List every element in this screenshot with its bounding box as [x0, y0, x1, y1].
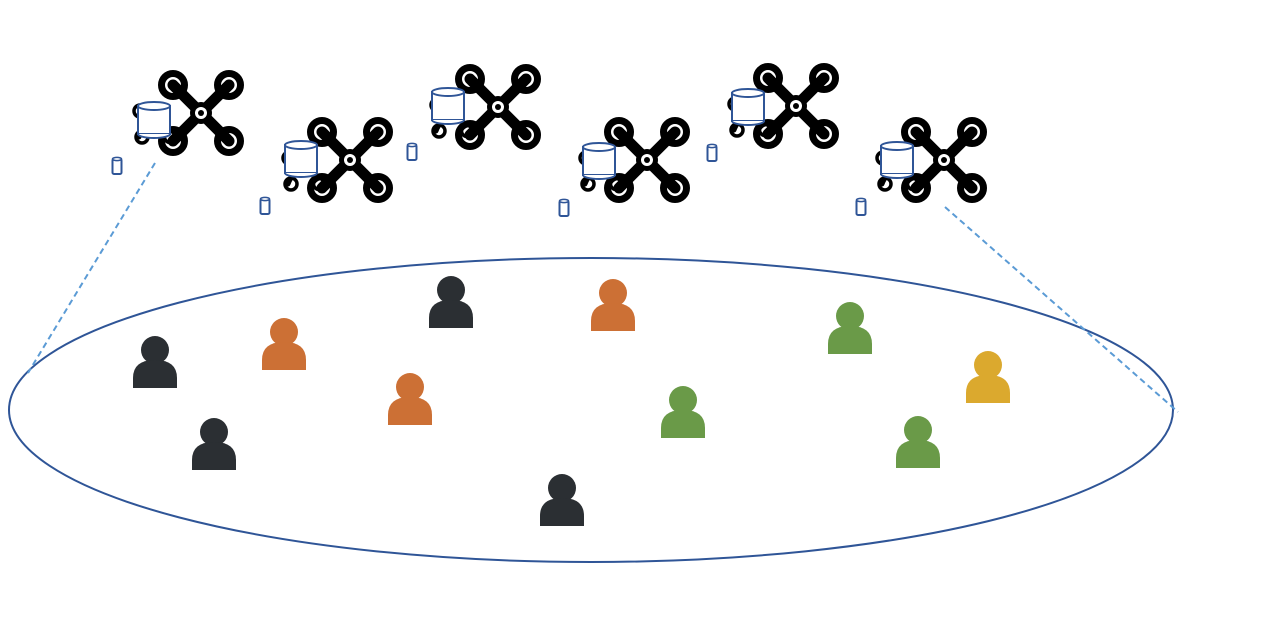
drone-icon [111, 74, 241, 175]
coverage-beam-right [944, 206, 1179, 413]
user-icon [661, 302, 940, 468]
cache-small-icon [406, 142, 418, 161]
drone-icon [406, 68, 538, 161]
cache-cylinder-icon [880, 141, 914, 179]
cache-cylinder-icon [284, 140, 318, 178]
cache-small-icon [558, 198, 570, 217]
cache-cylinder-icon [137, 101, 171, 139]
drone-icon [855, 121, 984, 216]
cache-small-icon [259, 196, 271, 215]
drone-icon [259, 121, 390, 215]
cache-cylinder-icon [582, 142, 616, 180]
drone-icon [706, 67, 836, 162]
cache-small-icon [111, 156, 123, 175]
coverage-beam-left [27, 162, 156, 374]
cache-cylinder-icon [731, 88, 765, 126]
cache-cylinder-icon [431, 87, 465, 125]
coverage-area-ellipse [8, 257, 1174, 563]
cache-small-icon [855, 197, 867, 216]
user-icon [133, 276, 584, 526]
cache-small-icon [706, 143, 718, 162]
user-icon [966, 351, 1010, 403]
drone-icon [558, 121, 687, 217]
